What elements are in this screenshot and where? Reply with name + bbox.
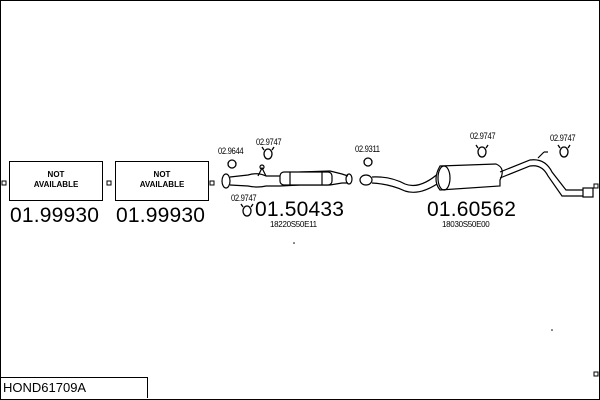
part-number-1: 01.99930 xyxy=(10,204,100,227)
dot-1 xyxy=(293,242,295,244)
mark-right xyxy=(593,183,599,189)
fitting-ref-4: 02.9311 xyxy=(355,144,380,154)
mark-left-2 xyxy=(106,180,112,186)
front-pipe-drawing xyxy=(221,164,353,189)
fitting-ref-2: 02.9747 xyxy=(256,137,282,147)
part-number-3: 01.50433 xyxy=(255,198,345,221)
dot-2 xyxy=(551,329,553,331)
fitting-ref-6: 02.9747 xyxy=(550,133,576,143)
rubber-02-9311-icon xyxy=(363,157,373,167)
mark-left-1 xyxy=(1,180,7,186)
rubber-02-9747-d-icon xyxy=(559,146,569,158)
rubber-02-9747-c-icon xyxy=(477,146,487,158)
part-number-2: 01.99930 xyxy=(116,204,206,227)
fitting-ref-1: 02.9644 xyxy=(218,146,244,156)
rubber-02-9747-b-icon xyxy=(242,205,252,217)
rear-pipe-drawing xyxy=(359,151,594,198)
fitting-ref-3: 02.9747 xyxy=(231,193,257,203)
fitting-ref-5: 02.9747 xyxy=(470,131,496,141)
rubber-02-9747-icon xyxy=(263,148,273,160)
not-available-box-1: NOT AVAILABLE xyxy=(9,161,103,201)
mark-right-bottom xyxy=(593,371,599,377)
not-available-box-2: NOT AVAILABLE xyxy=(115,161,209,201)
oem-number-1: 18220S50E11 xyxy=(270,220,317,229)
oem-number-2: 18030S50E00 xyxy=(442,220,490,229)
mark-left-3 xyxy=(209,180,215,186)
rubber-02-9644-icon xyxy=(227,159,237,169)
part-number-4: 01.60562 xyxy=(427,198,517,221)
hanger-rubbers xyxy=(227,144,571,217)
diagram-title: HOND61709A xyxy=(0,377,148,398)
